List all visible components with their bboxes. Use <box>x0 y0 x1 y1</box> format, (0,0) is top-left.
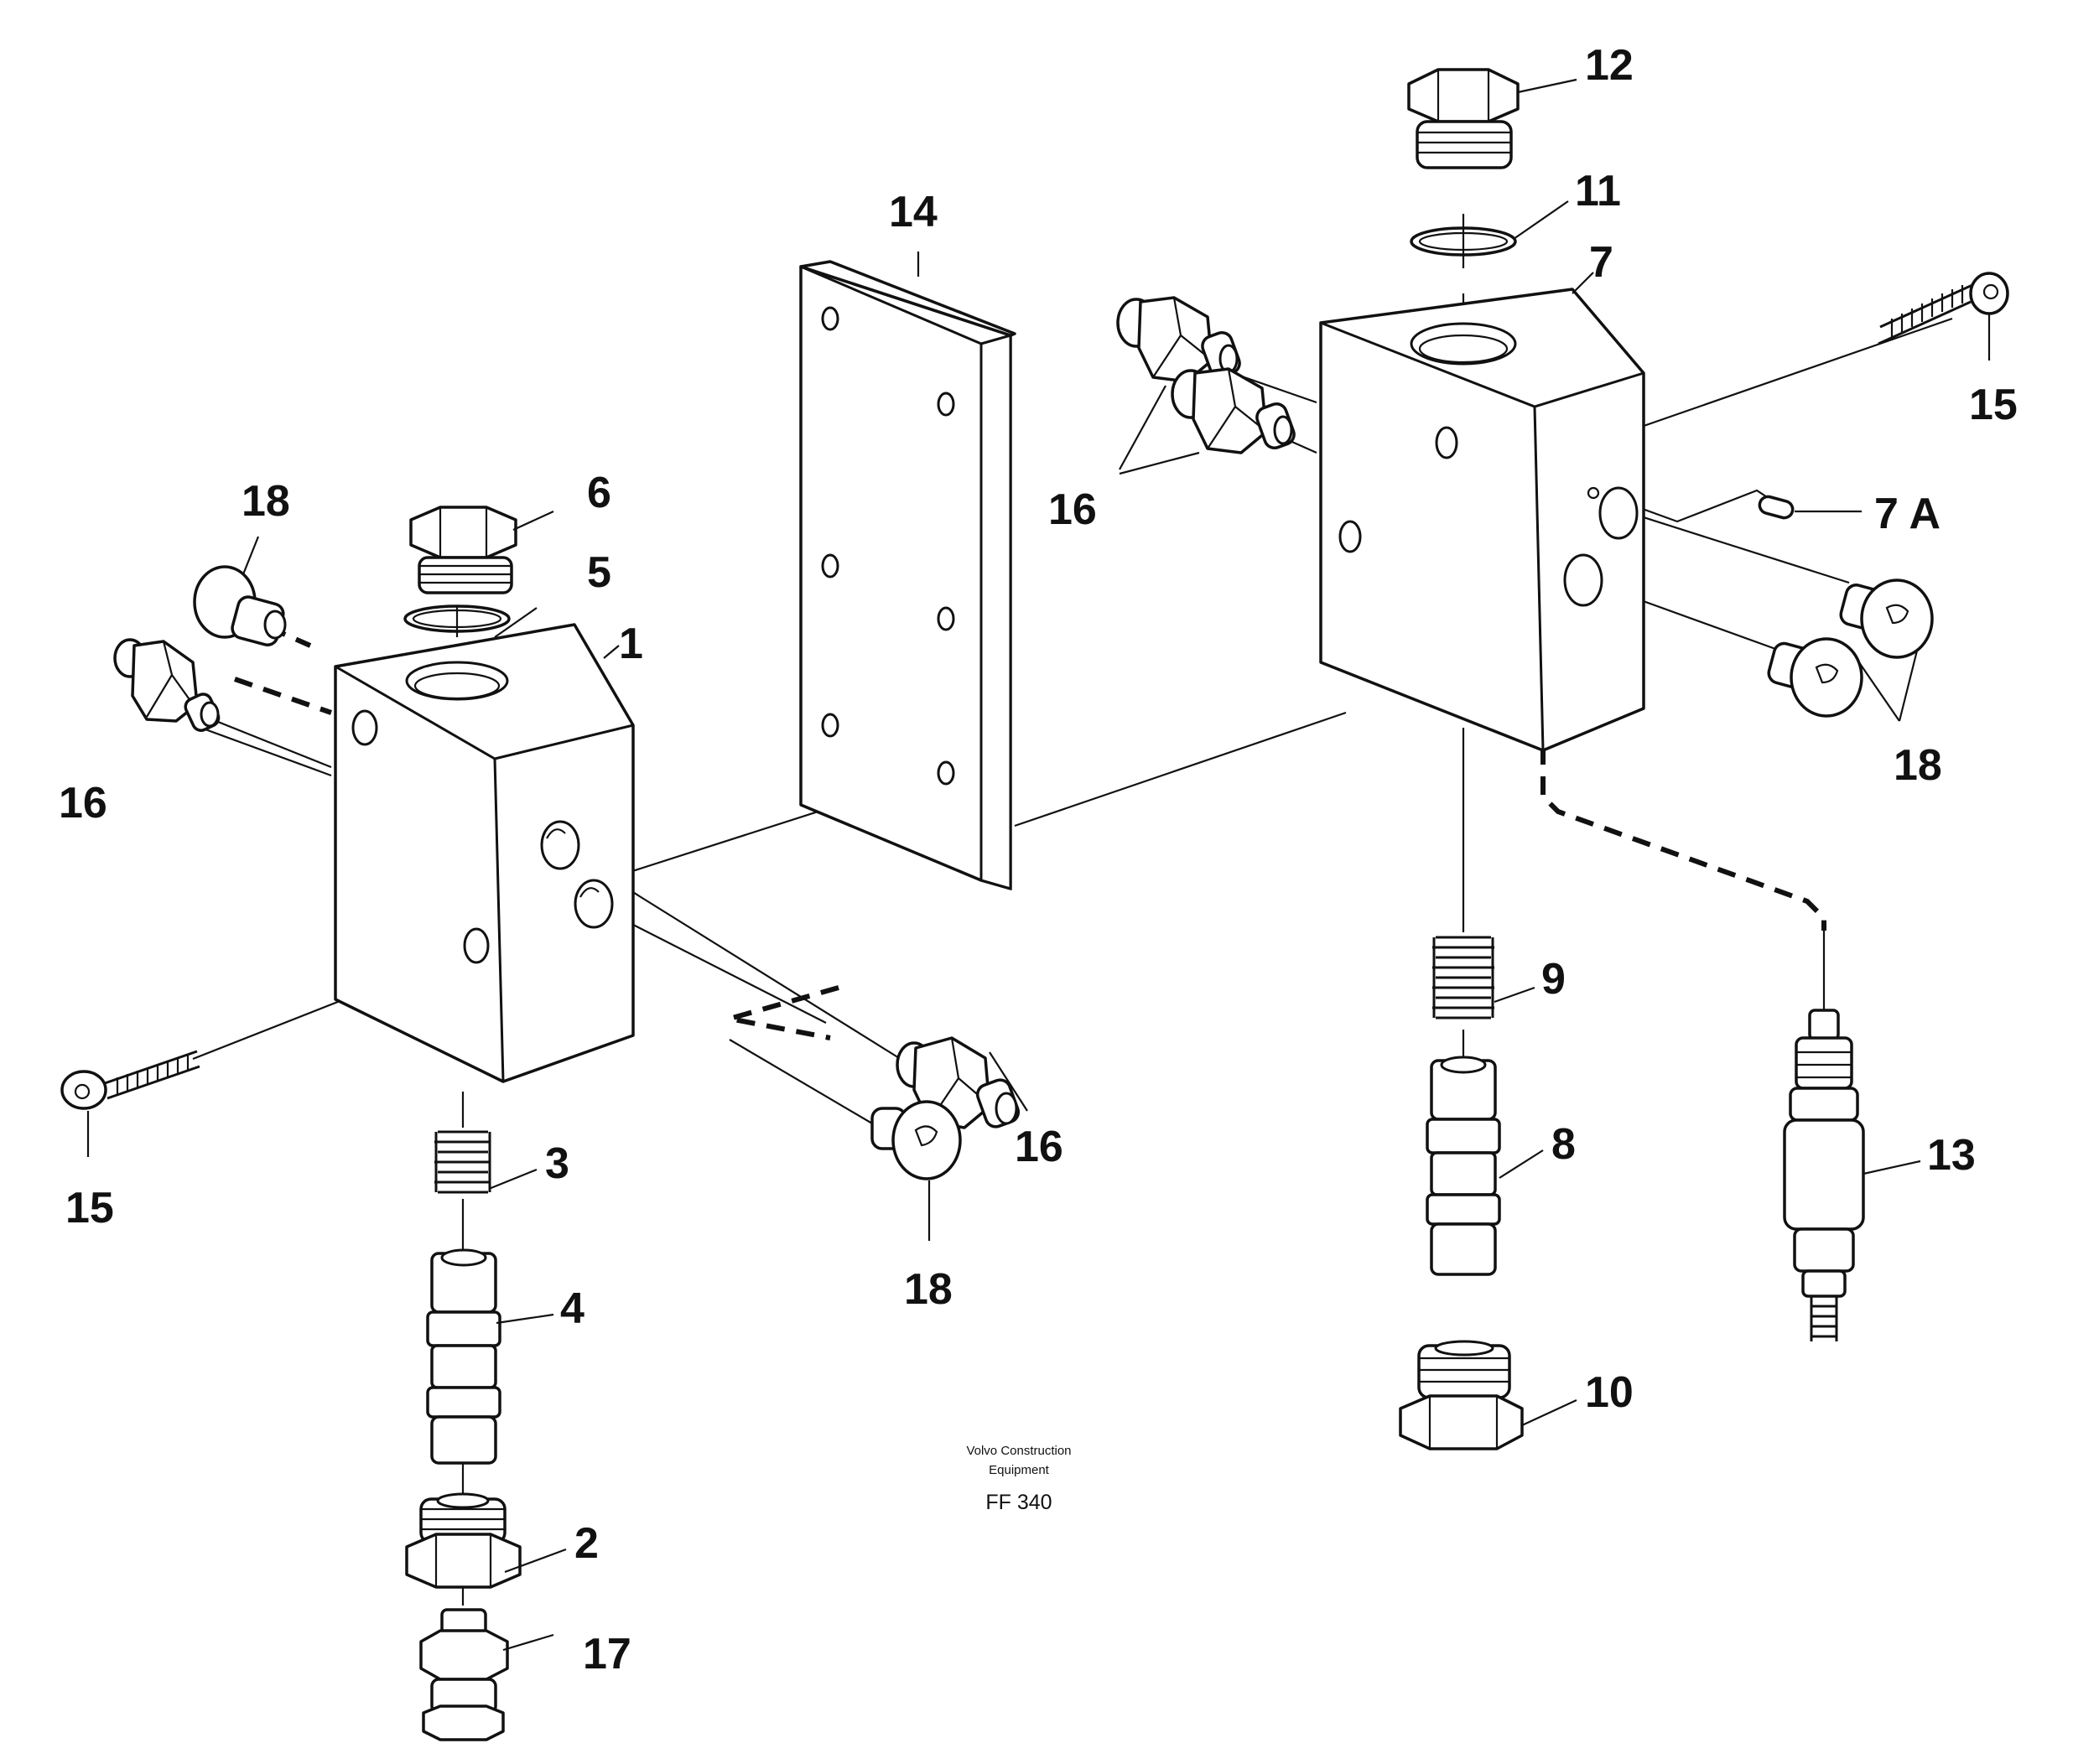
spool-4 <box>426 1248 501 1465</box>
caption-line-2: Equipment <box>989 1463 1050 1477</box>
callout-10: 10 <box>1585 1368 1634 1417</box>
fitting-16-right-upper <box>1116 296 1241 383</box>
callout-8: 8 <box>1551 1120 1576 1169</box>
callout-labels: 1 2 3 4 5 6 7 7 A 8 9 10 11 12 13 14 15 … <box>59 41 2018 1678</box>
caption-code: FF 340 <box>985 1491 1052 1514</box>
fitting-17 <box>419 1608 509 1741</box>
callout-7a: 7 A <box>1874 490 1941 538</box>
o-ring-5 <box>403 604 511 633</box>
valve-block-right <box>1319 288 1645 752</box>
callout-6: 6 <box>587 469 611 517</box>
callout-11: 11 <box>1575 167 1621 215</box>
gasket-plate <box>799 260 1016 890</box>
callout-9: 9 <box>1541 955 1566 1004</box>
callout-12: 12 <box>1585 41 1634 90</box>
callout-4: 4 <box>560 1284 584 1333</box>
caption-line-1: Volvo Construction <box>966 1444 1071 1458</box>
plug-18-left <box>193 565 287 646</box>
plug-2 <box>405 1492 522 1589</box>
plug-18-right-lower <box>1767 637 1863 718</box>
screw-15-right <box>1878 272 2009 345</box>
callout-14: 14 <box>889 188 938 236</box>
callout-18-middle: 18 <box>904 1265 953 1314</box>
callout-15-left: 15 <box>65 1184 114 1232</box>
callout-2: 2 <box>574 1519 599 1568</box>
fitting-16-right-lower <box>1171 367 1296 454</box>
plug-12 <box>1407 68 1520 169</box>
callout-17: 17 <box>583 1630 631 1678</box>
screw-15-left <box>60 1050 200 1110</box>
callout-16-left: 16 <box>59 779 107 828</box>
pressure-sensor-13 <box>1783 1009 1865 1341</box>
callout-7: 7 <box>1589 238 1613 287</box>
fitting-16-left <box>113 638 221 732</box>
callout-1: 1 <box>619 620 643 668</box>
spool-8 <box>1426 1056 1501 1276</box>
o-ring-11 <box>1410 226 1517 257</box>
plug-18-right-upper <box>1839 578 1934 659</box>
callout-15-right: 15 <box>1969 381 2018 429</box>
callout-18-left: 18 <box>242 477 290 526</box>
callout-18-right: 18 <box>1894 741 1942 790</box>
callout-5: 5 <box>587 548 611 597</box>
valve-block-left <box>334 623 635 1083</box>
callout-3: 3 <box>545 1139 569 1188</box>
spring-3 <box>434 1130 491 1194</box>
pin-7a <box>1758 495 1795 520</box>
plug-6 <box>409 506 517 594</box>
spring-9 <box>1432 936 1494 1019</box>
callout-leaders <box>86 78 1991 1652</box>
plug-10 <box>1399 1340 1524 1450</box>
plug-18-middle <box>870 1100 962 1180</box>
callout-16-right: 16 <box>1048 485 1097 534</box>
callout-16-middle: 16 <box>1015 1123 1063 1171</box>
callout-13: 13 <box>1927 1131 1976 1180</box>
diagram-caption: Volvo Construction Equipment FF 340 <box>966 1444 1071 1514</box>
